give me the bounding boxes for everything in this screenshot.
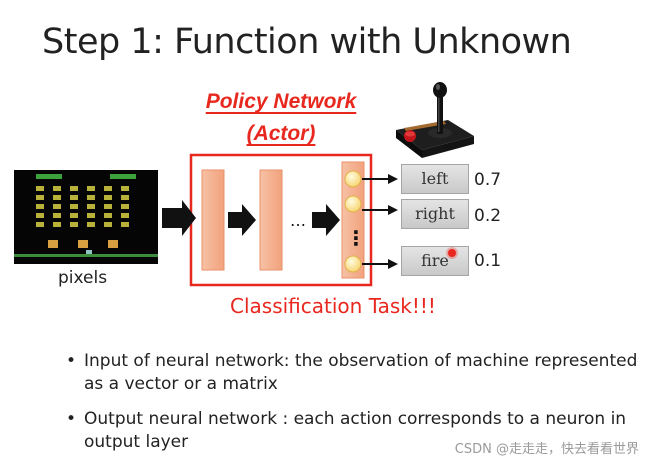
hidden-layer-1 <box>201 169 225 271</box>
output-neuron-left <box>344 170 362 188</box>
invader-sprite <box>53 186 61 191</box>
invader-sprite <box>87 186 95 191</box>
invader-sprite <box>121 222 129 227</box>
invader-sprite <box>70 186 78 191</box>
bullet-text-input: Input of neural network: the observation… <box>84 351 638 394</box>
output-neuron-fire <box>344 255 362 273</box>
invader-sprite <box>70 213 78 218</box>
slide-title: Step 1: Function with Unknown <box>42 22 572 62</box>
layer-arrow-3 <box>312 204 340 236</box>
action-left-box: left <box>401 164 469 194</box>
action-fire-prob: 0.1 <box>474 251 502 271</box>
invader-sprite <box>104 213 112 218</box>
bullet-symbol: • <box>66 409 77 429</box>
policy-network-label: Policy Network <box>205 90 357 113</box>
bullet-item: • Output neural network : each action co… <box>64 408 644 454</box>
action-right-prob: 0.2 <box>474 206 502 226</box>
action-left-prob: 0.7 <box>474 170 502 190</box>
bullet-symbol: • <box>66 351 77 371</box>
output-layer <box>341 161 365 279</box>
invader-sprite <box>36 186 44 191</box>
invader-sprite <box>70 195 78 200</box>
invader-sprite <box>70 204 78 209</box>
invader-sprite <box>104 195 112 200</box>
action-right-box: right <box>401 199 469 229</box>
invader-sprite <box>53 195 61 200</box>
invader-sprite <box>87 204 95 209</box>
layer-arrow-1 <box>228 204 256 236</box>
actor-label: (Actor) <box>246 122 316 145</box>
hidden-ellipsis: … <box>290 211 306 230</box>
invader-sprite <box>36 213 44 218</box>
action-fire-label: fire <box>421 251 449 270</box>
output-neuron-right <box>344 195 362 213</box>
invader-sprite <box>53 204 61 209</box>
invader-sprite <box>104 186 112 191</box>
invader-sprite <box>53 213 61 218</box>
invader-sprite <box>87 195 95 200</box>
invader-sprite <box>121 186 129 191</box>
invader-sprite <box>36 195 44 200</box>
joystick-icon <box>396 82 474 158</box>
invader-sprite <box>104 204 112 209</box>
invader-sprite <box>104 222 112 227</box>
invader-sprite <box>87 222 95 227</box>
invader-sprite <box>53 222 61 227</box>
output-ellipsis: ⋮ <box>346 226 366 250</box>
invader-sprite <box>121 213 129 218</box>
bullet-list: • Input of neural network: the observati… <box>64 350 644 466</box>
bullet-item: • Input of neural network: the observati… <box>64 350 644 396</box>
invader-sprite <box>121 195 129 200</box>
invader-sprite <box>36 204 44 209</box>
policy-network-title: Policy Network (Actor) <box>190 86 372 150</box>
cursor-dot-icon <box>448 249 456 257</box>
classification-note: Classification Task!!! <box>230 294 436 318</box>
invader-sprite <box>36 222 44 227</box>
action-fire-box: fire <box>401 246 469 276</box>
watermark: CSDN @走走走，快去看看世界 <box>454 442 639 457</box>
invader-sprite <box>87 213 95 218</box>
hidden-layer-2 <box>259 169 283 271</box>
space-invaders-screen <box>14 170 158 264</box>
bullet-text-output: Output neural network : each action corr… <box>84 409 627 452</box>
invader-sprite <box>70 222 78 227</box>
invader-sprite <box>121 204 129 209</box>
pixels-label: pixels <box>58 268 108 288</box>
input-arrow <box>162 200 196 236</box>
